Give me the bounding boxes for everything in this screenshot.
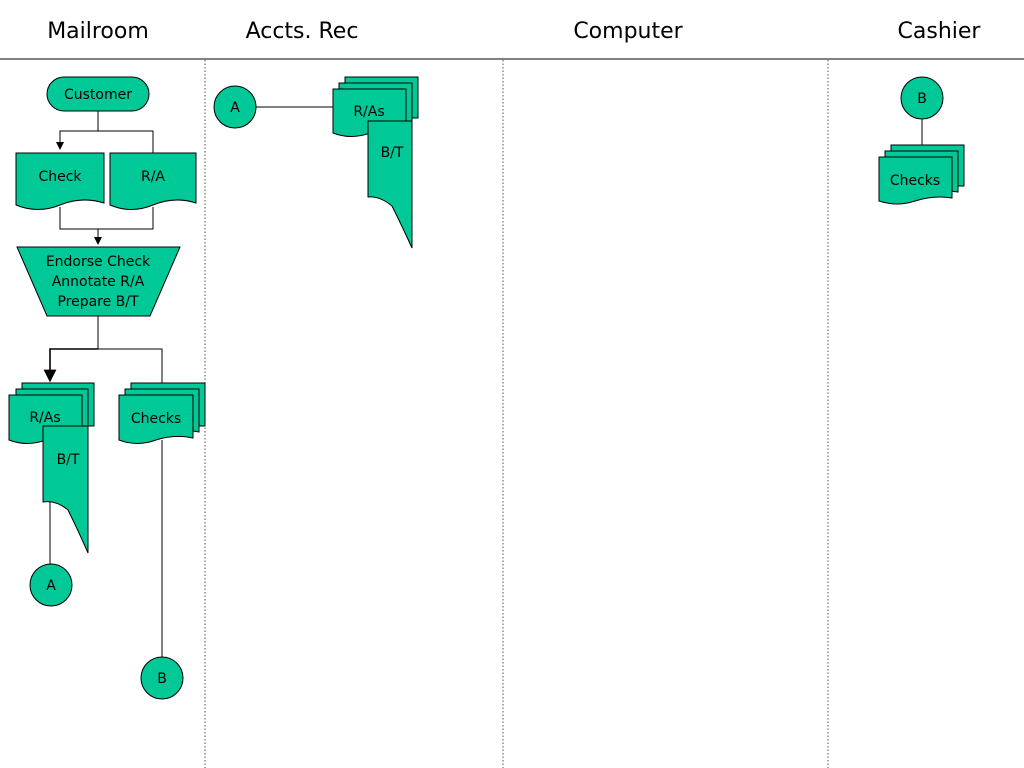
process-line-2: Annotate R/A: [52, 274, 145, 290]
process-to-ras-line: [43, 348, 98, 383]
lane-header-computer: Computer: [573, 19, 683, 44]
customer-label: Customer: [64, 87, 132, 103]
lane-header-accts-rec: Accts. Rec: [246, 19, 359, 44]
accts-rec-ras-file: [332, 76, 419, 137]
process-to-checks-line: [98, 348, 163, 383]
mailroom-connector-a: [29, 563, 73, 607]
mailroom-connector-b-label: B: [157, 671, 167, 687]
mailroom-connector-a-label: A: [46, 578, 56, 594]
check-label: Check: [38, 169, 82, 185]
endorse-process-trapezoid: [16, 246, 181, 317]
mailroom-checks-file: [118, 382, 206, 444]
accts-rec-ras-label: R/As: [353, 104, 384, 120]
cashier-connector-b-label: B: [917, 91, 927, 107]
accts-rec-bt-label: B/T: [381, 145, 404, 161]
process-line-1: Endorse Check: [46, 254, 151, 270]
cashier-checks-file: [878, 144, 965, 205]
lane-header-cashier: Cashier: [898, 19, 982, 44]
ra-to-process-line: [98, 207, 154, 230]
ra-label: R/A: [141, 169, 165, 185]
lane-header-mailroom: Mailroom: [47, 19, 149, 44]
ra-document: [109, 152, 197, 210]
mailroom-ras-label: R/As: [29, 410, 60, 426]
mailroom-checks-label: Checks: [131, 411, 181, 427]
mailroom-bt-label: B/T: [57, 452, 80, 468]
check-to-process-line: [59, 207, 98, 230]
check-document: [15, 152, 105, 210]
mailroom-bt-document: [42, 425, 89, 554]
accts-rec-bt-document: [367, 120, 413, 249]
mailroom-connector-b: [140, 656, 184, 700]
cashier-checks-label: Checks: [890, 173, 940, 189]
process-line-3: Prepare B/T: [57, 294, 139, 310]
customer-to-ra-line: [97, 111, 154, 153]
accts-rec-connector-a-label: A: [230, 100, 240, 116]
customer-to-check-line: [56, 130, 98, 150]
